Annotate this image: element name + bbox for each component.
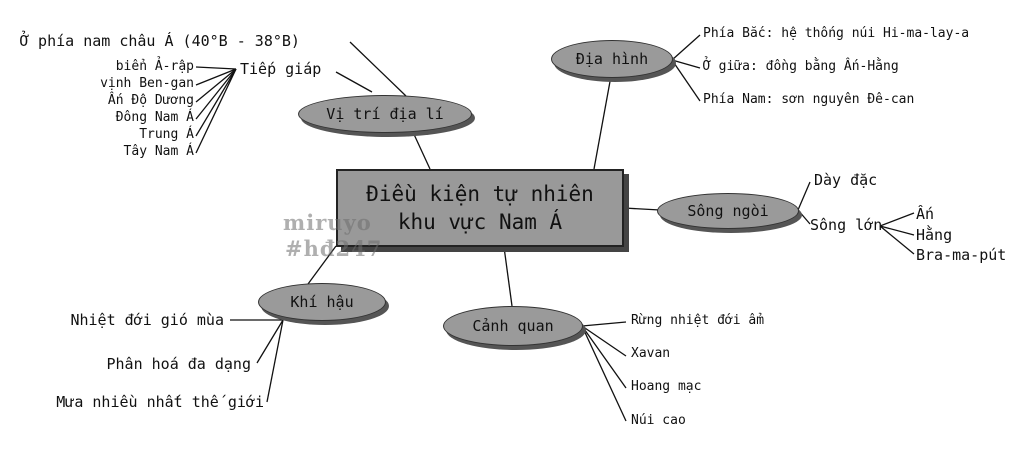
watermark-line1: miruyo — [283, 210, 372, 235]
river-item: Ấn — [916, 205, 935, 223]
border-item: biển Ả-rập — [115, 59, 194, 74]
border-item: Tây Nam Á — [123, 144, 194, 159]
canh-quan-item: Hoang mạc — [631, 379, 702, 394]
dia-hinh-item: Phía Bắc: hệ thống núi Hi-ma-lay-a — [703, 26, 970, 41]
central-title-line1: Điều kiện tự nhiên — [366, 182, 594, 206]
node-khi-hau: Khí hậu — [258, 283, 386, 321]
border-item: Ấn Độ Dương — [107, 93, 194, 108]
node-song-ngoi: Sông ngòi — [657, 193, 799, 229]
canh-quan-item: Rừng nhiệt đới ẩm — [631, 313, 765, 328]
central-topic: Điều kiện tự nhiên khu vực Nam Á — [336, 169, 624, 247]
song-ngoi-song-lon: Sông lớn — [810, 216, 883, 234]
central-title-line2: khu vực Nam Á — [397, 210, 563, 234]
vi-tri-latitude: Ở phía nam châu Á (40°B - 38°B) — [20, 32, 300, 50]
dia-hinh-item: Phía Nam: sơn nguyên Đê-can — [703, 92, 915, 107]
node-dia-hinh: Địa hình — [551, 40, 673, 78]
river-item: Hằng — [916, 226, 953, 244]
node-vi-tri: Vị trí địa lí — [298, 95, 472, 133]
vi-tri-tiep-giap: Tiếp giáp — [240, 60, 322, 78]
border-item: Đông Nam Á — [115, 110, 194, 125]
khi-hau-item: Mưa nhiều nhất thế giới — [56, 393, 264, 411]
khi-hau-item: Nhiệt đới gió mùa — [70, 311, 224, 329]
watermark-line2: #hđ247 — [285, 236, 383, 261]
canh-quan-item: Núi cao — [631, 413, 686, 428]
canh-quan-item: Xavan — [631, 346, 671, 361]
song-ngoi-day-dac: Dày đặc — [814, 171, 878, 189]
river-item: Bra-ma-pút — [916, 246, 1007, 264]
dia-hinh-item: Ở giữa: đồng bằng Ấn-Hằng — [703, 59, 899, 74]
node-canh-quan: Cảnh quan — [443, 306, 583, 346]
border-item: vịnh Ben-gan — [100, 76, 194, 91]
khi-hau-item: Phân hoá đa dạng — [106, 355, 252, 373]
border-item: Trung Á — [139, 127, 194, 142]
